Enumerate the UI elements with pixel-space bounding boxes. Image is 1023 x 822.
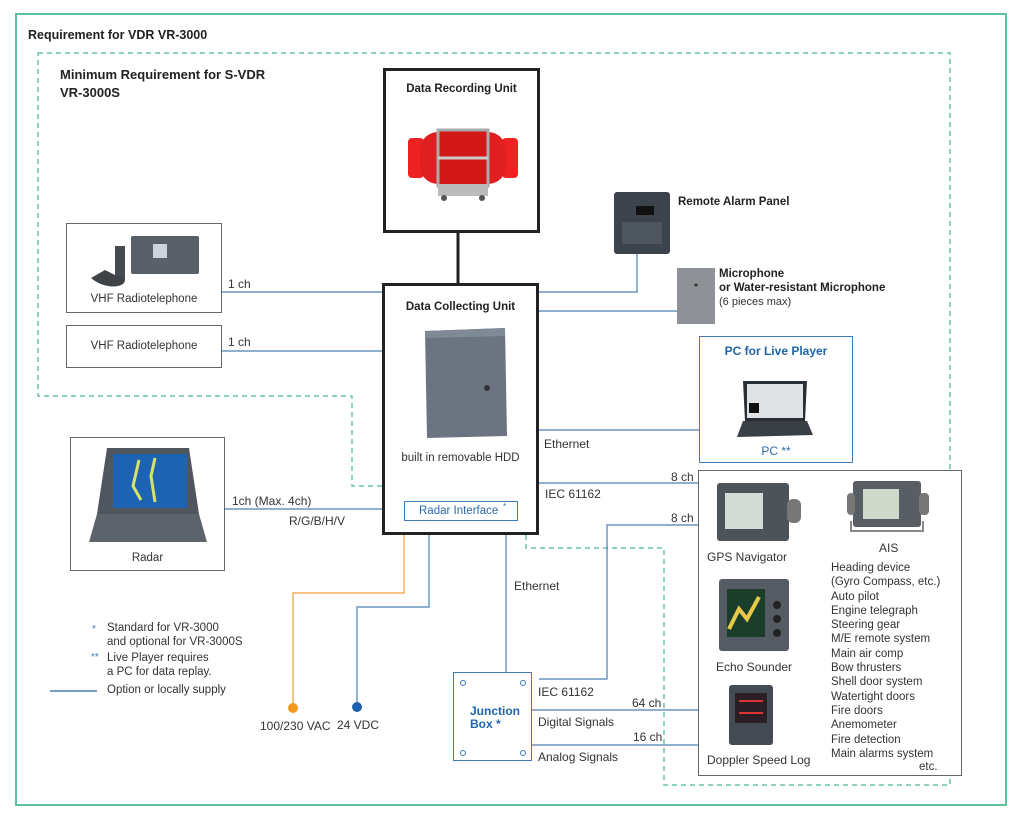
microphone-label-line1: Microphone xyxy=(719,268,785,280)
echo-sounder-label: Echo Sounder xyxy=(716,660,793,674)
iec-top-channel-label: 8 ch xyxy=(671,470,694,484)
dc-power-label: 24 VDC xyxy=(337,718,380,732)
sensor-list-item: Heading device xyxy=(831,562,911,574)
vhf-radiotelephone-1-box: VHF Radiotelephone xyxy=(66,223,222,313)
data-recording-unit-label: Data Recording Unit xyxy=(406,83,517,95)
screw-icon xyxy=(460,680,466,686)
laptop-icon xyxy=(737,381,813,437)
gps-wire xyxy=(539,524,698,680)
radar-signals-label: R/G/B/H/V xyxy=(289,514,346,528)
junction-box-label-line2: Box * xyxy=(470,717,501,731)
sensor-list-item: Fire detection xyxy=(831,733,901,746)
pc-ethernet-label: Ethernet xyxy=(544,437,590,451)
recorder-capsule-icon xyxy=(408,128,518,201)
echo-sounder-icon xyxy=(719,579,789,651)
vhf-radiotelephone-2-label: VHF Radiotelephone xyxy=(90,340,198,352)
microphone-label-line2: or Water-resistant Microphone xyxy=(719,282,886,294)
sensor-list-item: Watertight doors xyxy=(831,690,915,703)
ac-power-wire xyxy=(292,533,405,707)
vhf-radio-icon xyxy=(91,236,199,287)
radar-label: Radar xyxy=(131,552,164,564)
collecting-cabinet-icon xyxy=(425,328,507,438)
digital-signals-label: Digital Signals xyxy=(538,715,615,729)
legend-line-label: Option or locally supply xyxy=(107,684,226,696)
sensor-list-item: Anemometer xyxy=(831,719,897,732)
sensor-list: Heading device (Gyro Compass, etc.) Auto… xyxy=(831,561,940,761)
legend-mark-double: ** xyxy=(91,652,99,663)
screw-icon xyxy=(520,750,526,756)
outer-title: Requirement for VDR VR-3000 xyxy=(28,28,208,42)
vhf-radiotelephone-2-box: VHF Radiotelephone xyxy=(66,325,222,368)
dc-power-dot xyxy=(352,702,362,712)
sensor-list-item: (Gyro Compass, etc.) xyxy=(831,576,941,589)
ac-power-label: 100/230 VAC xyxy=(260,719,331,733)
dc-power-wire xyxy=(356,533,430,707)
alarm-wire xyxy=(537,254,638,293)
junction-box: Junction Box * xyxy=(453,672,532,761)
legend-note1-line2: and optional for VR-3000S xyxy=(107,636,243,648)
vhf2-channel-label: 1 ch xyxy=(228,335,251,349)
legend-note2-line1: Live Player requires xyxy=(107,652,209,664)
sensor-list-item: Fire doors xyxy=(831,704,883,717)
sensor-list-item: Bow thrusters xyxy=(831,662,902,675)
sensor-list-item: Shell door system xyxy=(831,676,923,689)
screw-icon xyxy=(520,680,526,686)
legend-note1-line1: Standard for VR-3000 xyxy=(107,622,219,634)
sensor-list-etc: etc. xyxy=(919,761,938,773)
inner-title-line2: VR-3000S xyxy=(60,85,120,100)
pc-caption: PC ** xyxy=(761,444,791,458)
analog-signals-label: Analog Signals xyxy=(538,750,619,764)
microphone-label-line3: (6 pieces max) xyxy=(719,296,792,308)
inner-title-line1: Minimum Requirement for S-VDR xyxy=(60,67,266,82)
microphone-icon xyxy=(677,268,715,324)
data-recording-unit-box: Data Recording Unit xyxy=(383,68,540,233)
radar-interface-label: Radar Interface xyxy=(419,505,499,517)
iec-top-label: IEC 61162 xyxy=(545,487,601,501)
legend-mark-single: * xyxy=(92,624,96,635)
ac-power-dot xyxy=(288,703,298,713)
gps-channel-label: 8 ch xyxy=(671,511,694,525)
sensors-box: GPS Navigator AIS Echo Sounder Doppler S… xyxy=(698,470,962,776)
gps-navigator-label: GPS Navigator xyxy=(707,550,788,564)
vhf-radiotelephone-1-label: VHF Radiotelephone xyxy=(90,293,198,305)
legend-note2-line2: a PC for data replay. xyxy=(107,666,212,678)
junction-box-label-line1: Junction xyxy=(470,704,520,718)
gps-navigator-icon xyxy=(717,483,801,541)
pc-live-player-box: PC for Live Player PC ** xyxy=(699,336,853,463)
doppler-speed-log-icon xyxy=(729,685,773,745)
data-collecting-unit-label: Data Collecting Unit xyxy=(405,301,516,313)
sensor-list-item: M/E remote system xyxy=(831,633,931,646)
radar-interface-box: Radar Interface * xyxy=(404,501,518,521)
sensor-list-item: Main alarms system xyxy=(831,747,934,760)
screw-icon xyxy=(460,750,466,756)
sensor-list-item: Main air comp xyxy=(831,647,904,660)
remote-alarm-panel-label: Remote Alarm Panel xyxy=(678,196,790,208)
remote-alarm-panel-icon xyxy=(614,192,670,254)
radar-box: Radar xyxy=(70,437,225,571)
doppler-speed-log-label: Doppler Speed Log xyxy=(707,753,811,767)
pc-box-title: PC for Live Player xyxy=(724,344,828,358)
radar-interface-mark: * xyxy=(503,502,507,511)
analog-channel-label: 16 ch xyxy=(633,730,663,744)
digital-channel-label: 64 ch xyxy=(632,696,662,710)
ais-icon xyxy=(847,481,929,532)
radar-channel-label: 1ch (Max. 4ch) xyxy=(232,494,312,508)
jb-iec-label: IEC 61162 xyxy=(538,685,594,699)
data-collecting-unit-box: Data Collecting Unit built in removable … xyxy=(382,283,539,535)
vhf1-channel-label: 1 ch xyxy=(228,277,251,291)
jb-ethernet-label: Ethernet xyxy=(514,579,560,593)
sensor-list-item: Engine telegraph xyxy=(831,604,918,617)
radar-display-icon xyxy=(89,448,207,542)
dcu-caption: built in removable HDD xyxy=(401,452,520,464)
sensor-list-item: Auto pilot xyxy=(831,590,879,603)
sensor-list-item: Steering gear xyxy=(831,619,901,632)
ais-label: AIS xyxy=(879,541,899,555)
